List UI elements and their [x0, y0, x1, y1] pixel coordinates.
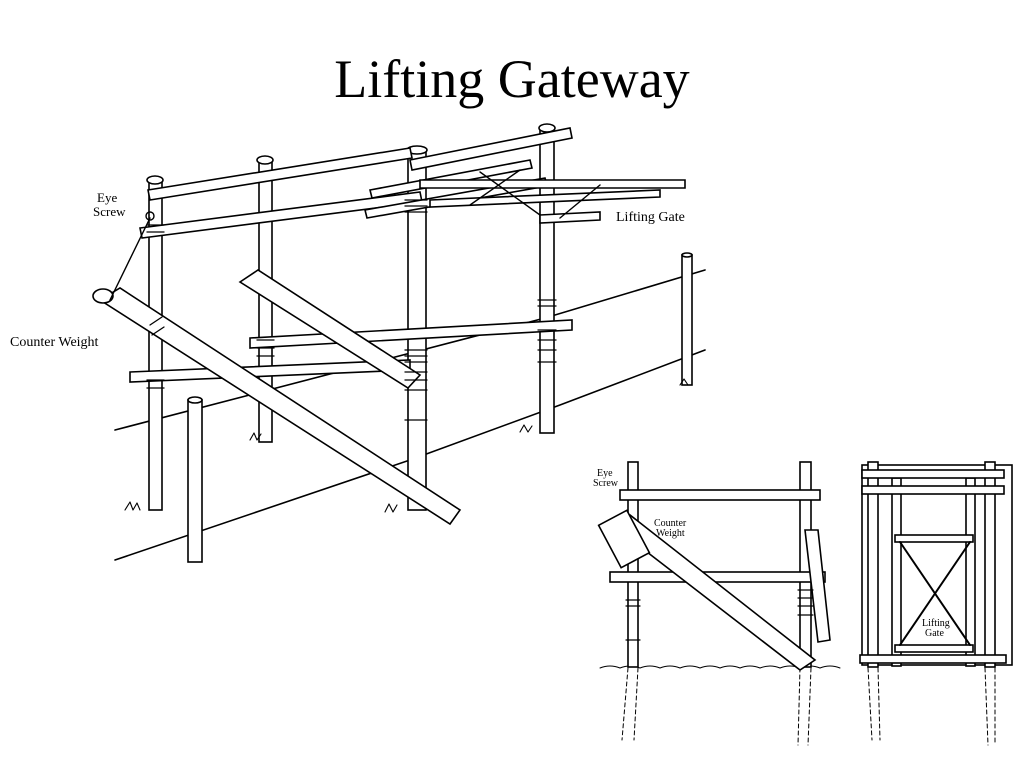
eye-screw-rope: [109, 217, 151, 301]
front-gate-brace: [899, 541, 971, 646]
main-perspective-drawing: Eye Screw Lifting Gate Counter Weight: [10, 123, 706, 563]
top-beam-left: [147, 147, 413, 201]
front-view-drawing: Lifting Gate: [859, 461, 1013, 746]
main-counter-weight-label: Counter Weight: [10, 335, 99, 350]
main-eye-screw-label: Eye Screw: [93, 190, 126, 219]
counter-weight-end: [92, 288, 114, 304]
side-counter-weight-label: Counter Weight: [654, 518, 689, 539]
main-lifting-gate-label: Lifting Gate: [616, 210, 685, 225]
eye-screw: [145, 211, 155, 221]
side-view-drawing: Eye Screw Counter Weight: [593, 461, 841, 746]
fence-post-right: [681, 254, 693, 386]
lower-rope: [114, 349, 706, 561]
side-eye-screw-label: Eye Screw: [593, 468, 619, 489]
fence-post-front: [187, 399, 203, 563]
back-counter-pole: [238, 269, 422, 390]
front-lifting-gate-label: Lifting Gate: [922, 618, 952, 639]
slide-title: Lifting Gateway: [334, 49, 690, 109]
pole-back-right: [539, 127, 555, 434]
middle-rail: [249, 319, 573, 349]
lifting-gate-frame: [364, 159, 686, 224]
top-beam-right: [409, 127, 573, 171]
lashings: [146, 199, 557, 421]
